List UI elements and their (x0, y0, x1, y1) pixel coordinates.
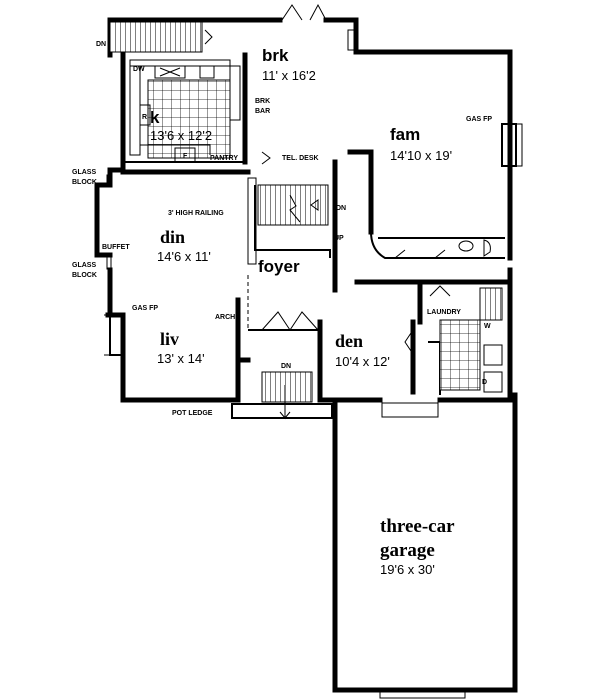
room-fam-name: fam (390, 125, 420, 144)
note-tel-desk: TEL. DESK (282, 155, 319, 162)
kitchen-counters (129, 59, 241, 163)
room-foyer-name: foyer (258, 257, 300, 276)
note-glass-block-1b: BLOCK (72, 179, 97, 186)
note-arch: ARCH (215, 314, 235, 321)
room-liv-dim: 13' x 14' (157, 351, 205, 366)
room-kitchen-dim: 13'6 x 12'2 (150, 128, 212, 143)
note-f: F (183, 153, 188, 160)
note-dn-top: DN (96, 41, 106, 48)
room-din-dim: 14'6 x 11' (157, 249, 211, 264)
note-pantry: PANTRY (210, 155, 238, 162)
room-den-name: den (335, 331, 363, 351)
note-laundry: LAUNDRY (427, 309, 461, 316)
note-d: D (482, 379, 487, 386)
note-dn-bottom: DN (281, 363, 291, 370)
note-buffet: BUFFET (102, 244, 130, 251)
note-up-stair: UP (334, 235, 344, 242)
room-brk-name: brk (262, 46, 289, 65)
stair-top-left (109, 21, 203, 53)
room-brk-dim: 11' x 16'2 (262, 68, 316, 83)
den-door-swing (404, 329, 414, 355)
brk-side-window (347, 29, 357, 51)
fam-curved-wall (370, 231, 505, 259)
stair-bottom (261, 371, 313, 403)
garage-door (379, 690, 466, 699)
door-swings-bath (394, 249, 446, 259)
note-r: R (142, 114, 147, 121)
room-garage-name-line1: three-car (380, 516, 455, 537)
laundry-stair (479, 287, 503, 321)
room-liv-name: liv (160, 329, 179, 349)
note-brk-bar-1: BRK (255, 98, 270, 105)
room-garage-dim: 19'6 x 30' (380, 562, 435, 577)
room-kitchen-name: k (150, 108, 160, 127)
room-fam-dim: 14'10 x 19' (390, 148, 452, 163)
note-dw: DW (133, 66, 145, 73)
note-pot-ledge: POT LEDGE (172, 410, 213, 417)
note-glass-block-1a: GLASS (72, 169, 96, 176)
garage-window (381, 402, 439, 418)
brk-window-doors (281, 3, 327, 21)
note-w: W (484, 323, 491, 330)
note-gas-fp-fam: GAS FP (466, 116, 492, 123)
exterior-walls (94, 17, 518, 693)
kitchen-tile-floor (147, 79, 231, 159)
washer-icon (483, 344, 503, 366)
laundry-tile-floor (439, 319, 481, 391)
note-dn-stair: DN (336, 205, 346, 212)
dryer-icon (483, 371, 503, 393)
note-brk-bar-2: BAR (255, 108, 270, 115)
central-stair (257, 184, 329, 226)
note-railing: 3' HIGH RAILING (168, 210, 224, 217)
toilet-icon (483, 239, 491, 257)
note-glass-block-2b: BLOCK (72, 272, 97, 279)
room-garage-name-line2: garage (380, 540, 435, 561)
room-din-name: din (160, 227, 185, 247)
bath-sink-icon (458, 240, 474, 252)
foyer-double-doors (261, 311, 319, 331)
note-gas-fp-liv: GAS FP (132, 305, 158, 312)
room-den-dim: 10'4 x 12' (335, 354, 390, 369)
note-glass-block-2a: GLASS (72, 262, 96, 269)
